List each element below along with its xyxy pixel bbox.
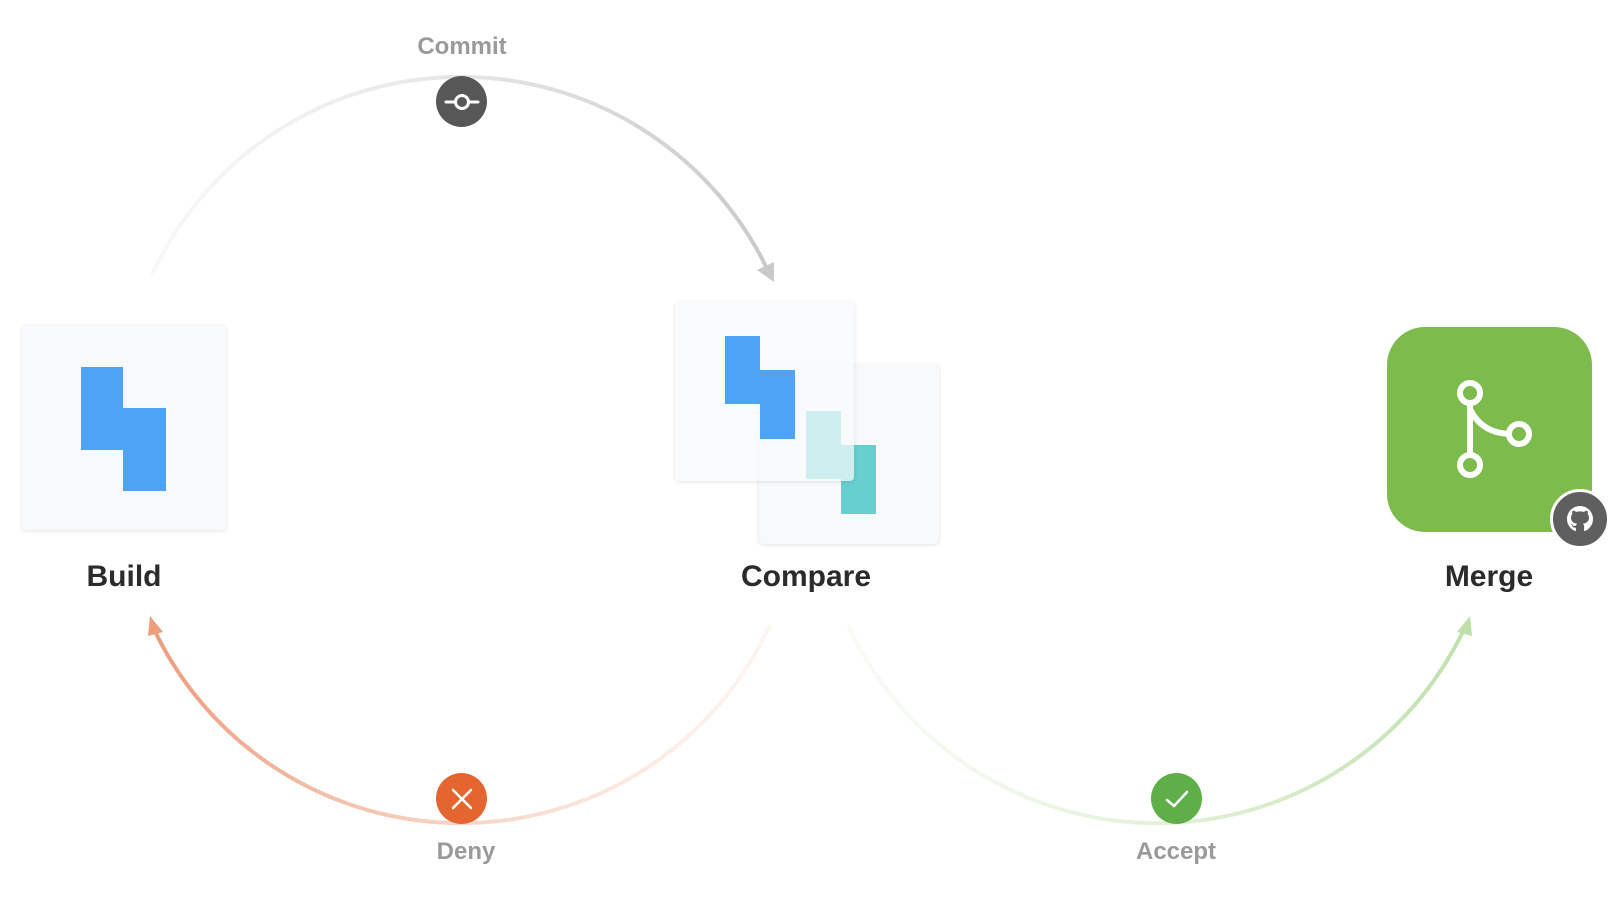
build-card: [22, 325, 226, 530]
compare-snapshots-icon: [725, 336, 795, 439]
accept-label: Accept: [1135, 838, 1217, 865]
commit-label: Commit: [417, 33, 507, 60]
git-merge-icon: [1457, 380, 1532, 478]
commit-arrowhead: [757, 262, 774, 282]
build-label: Build: [86, 560, 162, 593]
accept-arc: [846, 624, 1468, 826]
merge-label: Merge: [1444, 560, 1534, 593]
compare-label: Compare: [740, 560, 872, 593]
storybook-icon: [81, 367, 166, 491]
compare-card-front: [675, 302, 854, 481]
github-icon: [1550, 489, 1610, 549]
deny-label: Deny: [436, 838, 496, 865]
close-icon: [436, 773, 487, 824]
check-icon: [1151, 773, 1202, 824]
deny-arrowhead: [148, 616, 163, 636]
accept-arrowhead: [1457, 616, 1472, 636]
git-commit-icon: [436, 76, 487, 127]
